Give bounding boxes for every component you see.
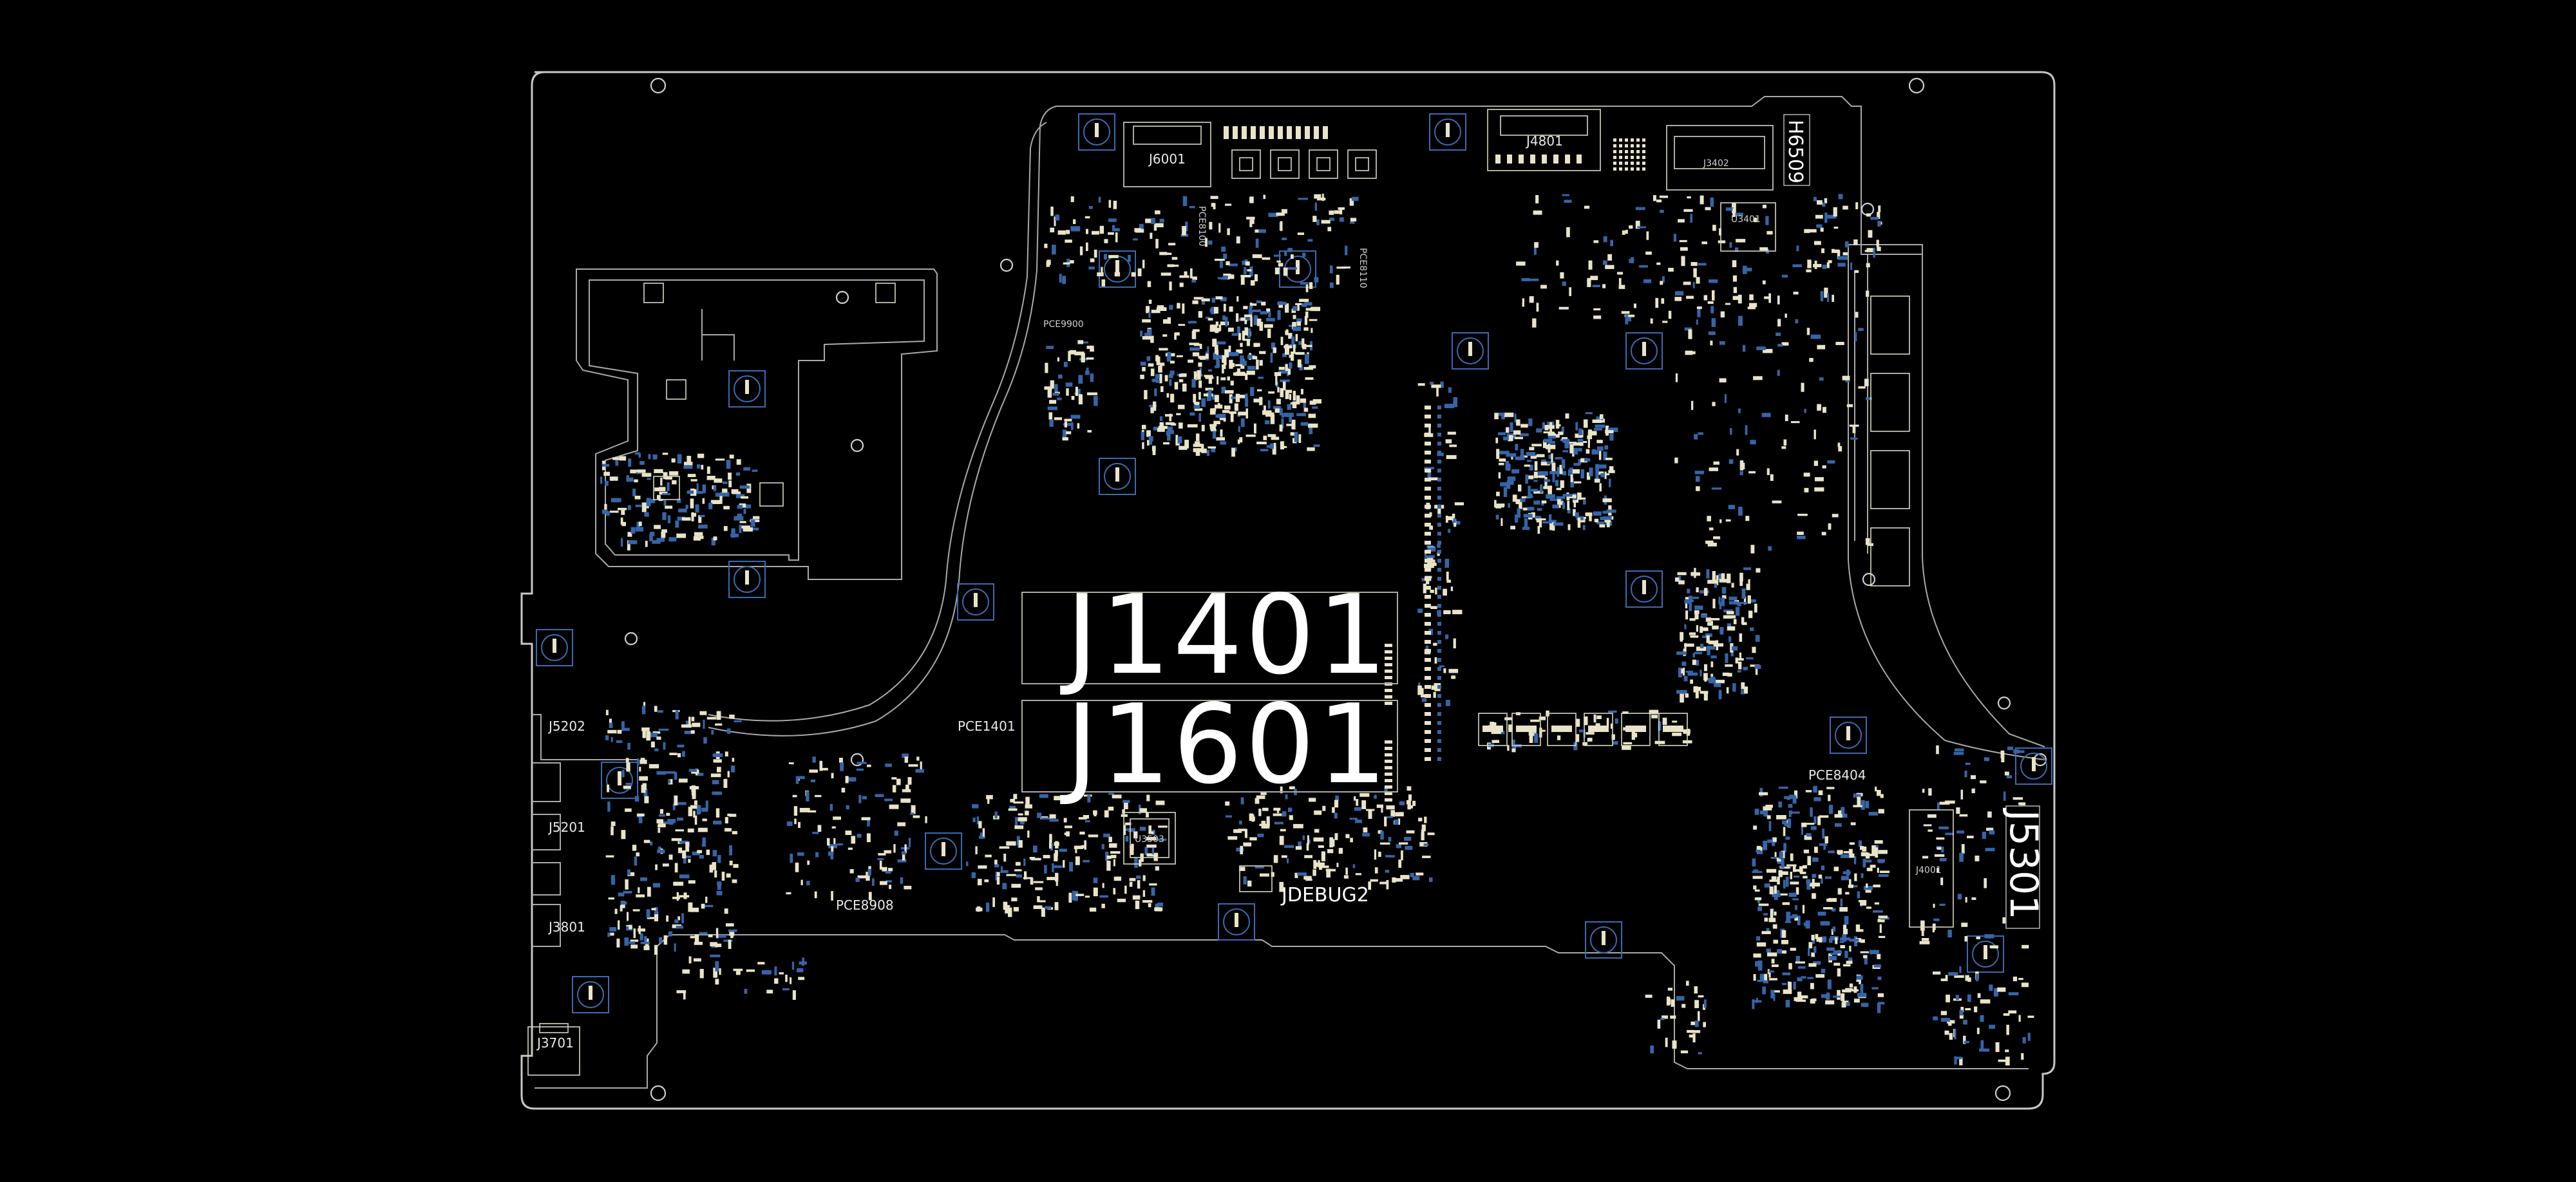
component-clusters <box>600 126 2034 1065</box>
standoff-group <box>536 113 2052 1013</box>
mount-hole <box>624 632 638 646</box>
pce8404-label: PCE8404 <box>1808 767 1866 783</box>
mounting-holes <box>624 77 2047 1102</box>
mount-hole <box>1862 572 1876 586</box>
j3402-label: J3402 <box>1703 158 1729 169</box>
standoff-boss <box>572 976 609 1013</box>
standoff-boss <box>1625 570 1663 608</box>
j5301-label: J5301 <box>2001 807 2046 919</box>
pce9900-label: PCE9900 <box>1043 319 1084 330</box>
standoff-boss <box>2015 747 2052 785</box>
standoff-boss <box>1625 332 1663 370</box>
u3401-chip[interactable] <box>1720 202 1776 252</box>
j6001-connector[interactable] <box>1123 122 1211 187</box>
pce1401-label: PCE1401 <box>958 718 1016 734</box>
pce8100-label: PCE8100 <box>1197 206 1207 247</box>
standoff-boss <box>728 370 766 408</box>
processors <box>1123 812 1273 892</box>
j5201-label: J5201 <box>547 820 585 835</box>
j3801-label: J3801 <box>547 919 585 935</box>
mount-hole <box>1994 1085 2011 1102</box>
mount-hole <box>1997 696 2011 710</box>
standoff-boss <box>957 583 994 621</box>
standoff-boss <box>1078 113 1115 151</box>
j5202-label: J5202 <box>547 718 585 734</box>
standoff-boss <box>1099 458 1136 495</box>
standoff-boss <box>728 561 766 598</box>
u3503-chip[interactable] <box>1123 812 1176 865</box>
standoff-boss <box>1429 113 1466 151</box>
u3503-label: U3503 <box>1135 834 1164 845</box>
standoff-boss <box>601 762 638 799</box>
standoff-boss <box>925 832 962 870</box>
right-connectors <box>1909 805 2040 929</box>
j3402-connector[interactable] <box>1666 125 1774 191</box>
board-outline <box>520 71 2056 1110</box>
h6509-label: H6509 <box>1784 120 1806 183</box>
standoff-boss <box>1452 332 1489 370</box>
mount-hole <box>850 438 864 453</box>
mount-hole <box>999 258 1014 272</box>
standoff-boss <box>1218 903 1255 941</box>
j1601-label: J1601 <box>1060 681 1390 809</box>
j1401-label: J1401 <box>1060 572 1390 699</box>
mount-hole <box>850 753 864 767</box>
pce8908-label: PCE8908 <box>836 897 894 913</box>
j4801-label: J4801 <box>1525 133 1563 149</box>
j4001-connector[interactable] <box>1909 809 1954 928</box>
standoff-boss <box>1585 921 1622 959</box>
u3401-label: U3401 <box>1731 214 1761 225</box>
j4801-connector[interactable] <box>1487 109 1601 171</box>
mount-hole <box>650 77 667 94</box>
standoff-boss <box>536 629 573 666</box>
left-connectors <box>527 1023 580 1076</box>
mount-hole <box>835 290 849 305</box>
j4001-label: J4001 <box>1915 865 1942 876</box>
mount-hole <box>650 1085 667 1102</box>
j3701-connector[interactable] <box>527 1026 580 1076</box>
j6001-label: J6001 <box>1148 151 1186 167</box>
j3701-label: J3701 <box>536 1035 574 1051</box>
pce8110-label: PCE8110 <box>1358 248 1368 288</box>
mount-hole <box>1908 77 1925 94</box>
standoff-boss <box>1830 717 1867 754</box>
standoff-boss <box>1967 935 2004 973</box>
jdebug2-header[interactable] <box>1239 865 1273 892</box>
top-connectors <box>1123 109 1810 252</box>
refdes-labels: J1401 J1601 J5301 H6509 JDEBUG2 J6001 J4… <box>536 120 2046 1051</box>
memory-slots <box>1021 592 1398 793</box>
jdebug2-label: JDEBUG2 <box>1280 884 1369 906</box>
